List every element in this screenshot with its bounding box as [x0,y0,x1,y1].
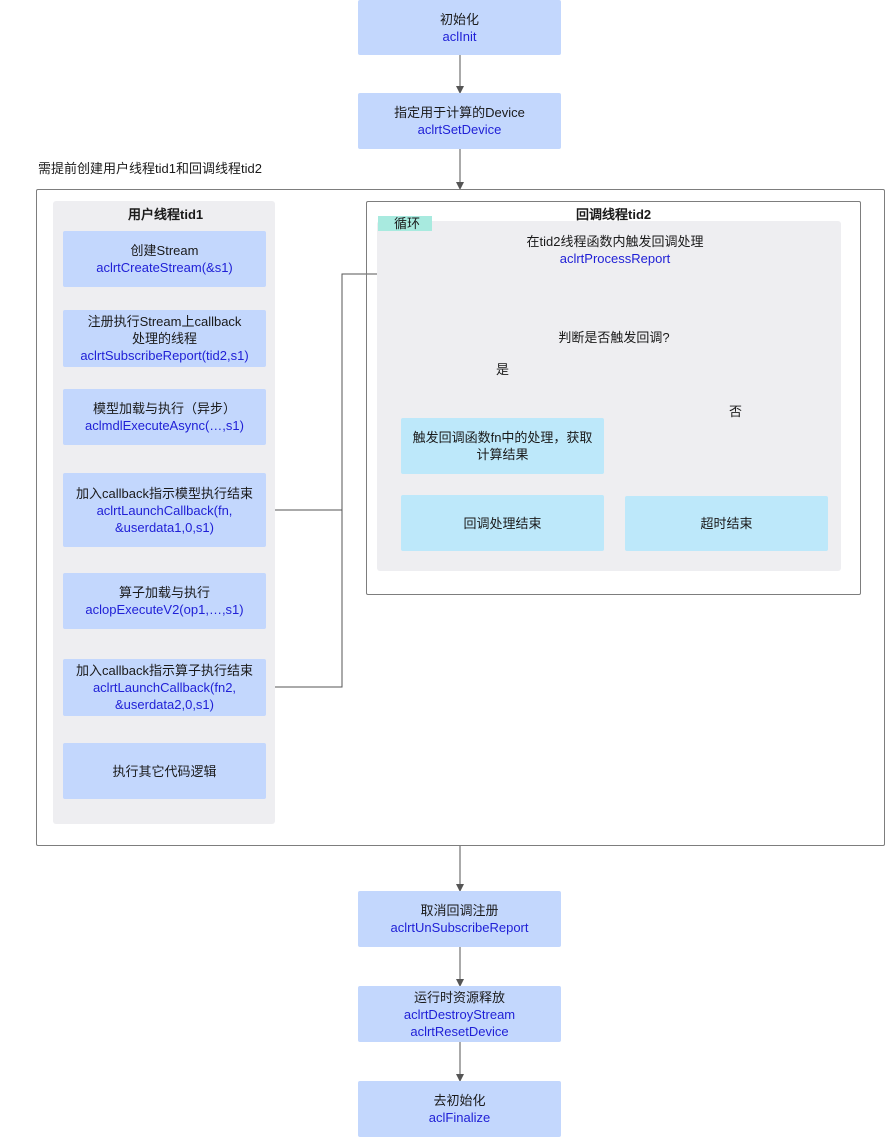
release-label: 运行时资源释放 [413,989,505,1005]
step-code: aclrtSubscribeReport(tid2,s1) [80,348,249,363]
init-code: aclInit [442,28,477,44]
step-other-logic: 执行其它代码逻辑 [63,743,266,799]
step-create-stream: 创建Stream aclrtCreateStream(&s1) [63,231,266,287]
trigger-label-line2: 计算结果 [476,447,529,462]
step-code: aclrtLaunchCallback(fn, [96,502,233,518]
set-device-code: aclrtSetDevice [417,122,502,137]
process-code: aclrtProcessReport [559,251,671,266]
step-subscribe-report: 注册执行Stream上callback 处理的线程 aclrtSubscribe… [63,310,266,367]
step-label: 创建Stream [130,243,199,258]
step-label: 算子加载与执行 [118,585,210,600]
callback-thread-frame [366,201,861,595]
step-model-execute: 模型加载与执行（异步） aclmdlExecuteAsync(…,s1) [63,389,266,445]
decision-label: 判断是否触发回调? [558,330,670,345]
finalize-label: 去初始化 [433,1093,486,1108]
unsubscribe-label: 取消回调注册 [420,903,499,918]
init-label: 初始化 [439,11,479,27]
trigger-label: 触发回调函数fn中的处理，获取 [412,430,593,445]
callback-thread-title: 回调线程tid2 [576,207,652,222]
step-code: aclrtLaunchCallback(fn2, [92,680,237,695]
set-device-box: 指定用于计算的Device aclrtSetDevice [358,93,561,149]
step-label: 加入callback指示算子执行结束 [76,663,253,678]
unsubscribe-code: aclrtUnSubscribeReport [390,920,529,935]
set-device-label: 指定用于计算的Device [394,105,525,120]
unsubscribe-box: 取消回调注册 aclrtUnSubscribeReport [358,891,561,947]
step-label: 模型加载与执行（异步） [92,401,236,416]
step-label: 注册执行Stream上callback [87,314,242,329]
process-report: 在tid2线程函数内触发回调处理 aclrtProcessReport [450,231,780,269]
step-code-line2: &userdata2,0,s1) [114,697,214,712]
done-label: 回调处理结束 [463,515,542,531]
yes-label: 是 [496,362,510,377]
timeout-box: 超时结束 [625,496,828,551]
init-box: 初始化 aclInit [358,0,561,55]
callback-done-box: 回调处理结束 [401,495,604,551]
release-code-line2: aclrtResetDevice [410,1023,509,1039]
timeout-label: 超时结束 [700,516,753,531]
step-launch-callback-model: 加入callback指示模型执行结束 aclrtLaunchCallback(f… [63,473,266,547]
user-thread-title: 用户线程tid1 [128,207,204,222]
step-op-execute: 算子加载与执行 aclopExecuteV2(op1,…,s1) [63,573,266,629]
step-launch-callback-op: 加入callback指示算子执行结束 aclrtLaunchCallback(f… [63,659,266,716]
finalize-box: 去初始化 aclFinalize [358,1081,561,1137]
trigger-callback-box: 触发回调函数fn中的处理，获取 计算结果 [401,418,604,474]
thread-note: 需提前创建用户线程tid1和回调线程tid2 [38,161,262,176]
finalize-code: aclFinalize [428,1110,491,1125]
release-code: aclrtDestroyStream [403,1006,516,1022]
release-box: 运行时资源释放 aclrtDestroyStream aclrtResetDev… [358,986,561,1042]
process-label: 在tid2线程函数内触发回调处理 [526,234,704,249]
step-label-line2: 处理的线程 [131,331,197,346]
step-code-line2: &userdata1,0,s1) [114,519,214,535]
step-code: aclopExecuteV2(op1,…,s1) [85,602,244,617]
step-code: aclmdlExecuteAsync(…,s1) [85,418,244,433]
loop-tag: 循环 [378,216,432,231]
step-label: 加入callback指示模型执行结束 [76,485,253,501]
step-label: 执行其它代码逻辑 [112,763,217,779]
no-label: 否 [729,404,743,419]
step-code: aclrtCreateStream(&s1) [96,260,233,275]
